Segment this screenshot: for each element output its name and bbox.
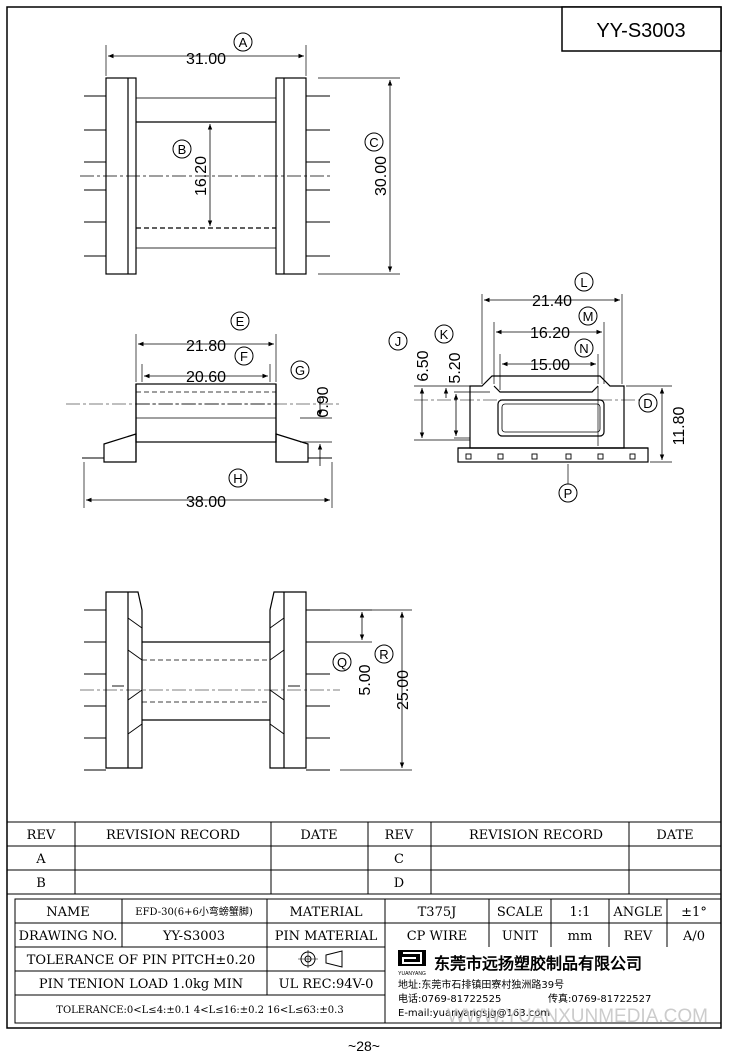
top-view: [80, 45, 400, 275]
dim-n-value: 15.00: [530, 357, 570, 374]
dim-f-balloon: F: [234, 346, 254, 366]
date-header-1: DATE: [300, 828, 337, 843]
dim-m-letter: M: [583, 309, 594, 324]
company-address: 地址:东莞市石排镇田寮村独洲路39号: [398, 978, 564, 991]
material-value: T375J: [418, 905, 457, 920]
watermark: WWW.YUANXUNMEDIA.COM: [447, 1006, 708, 1027]
dim-g-letter: G: [295, 363, 305, 378]
dim-m-value: 16.20: [530, 325, 570, 342]
revision-table: [7, 821, 721, 895]
dim-c-balloon: C: [364, 132, 384, 152]
dim-g-value: 0.90: [315, 386, 332, 417]
rev-row-c: C: [394, 852, 404, 867]
dim-b-letter: B: [178, 142, 187, 157]
pin-tension: PIN TENION LOAD 1.0kg MIN: [39, 977, 243, 992]
dim-a-value: 31.00: [186, 51, 226, 68]
dim-a-balloon: A: [233, 32, 253, 52]
dim-p-letter: P: [564, 486, 573, 501]
dim-l-balloon: JL: [574, 272, 594, 292]
angle-label: ANGLE: [612, 905, 662, 920]
rev-label: REV: [624, 929, 653, 944]
dim-h-value: 38.00: [186, 494, 226, 511]
dim-q-value: 5.00: [357, 664, 374, 695]
company-phone: 电话:0769-81722525: [398, 992, 501, 1005]
date-header-2: DATE: [656, 828, 693, 843]
name-label: NAME: [46, 905, 90, 920]
part-number-box: YY-S3003: [561, 6, 722, 52]
dim-j-balloon: J: [388, 331, 408, 351]
dim-e-value: 21.80: [186, 338, 226, 355]
dim-b-balloon: B: [172, 139, 192, 159]
dim-k-letter: K: [440, 327, 449, 342]
rev-row-b: B: [36, 876, 46, 891]
projection-symbol-icon: [298, 950, 343, 968]
dim-p-balloon: P: [558, 483, 578, 503]
dim-c-letter: C: [369, 135, 378, 150]
ul-rec: UL REC:94V-0: [279, 977, 374, 992]
scale-value: 1:1: [570, 905, 591, 920]
company-logo: YUANYANG: [398, 950, 426, 977]
dim-d-letter: D: [643, 396, 652, 411]
dim-n-balloon: N: [574, 338, 594, 358]
drawing-no-label: DRAWING NO.: [19, 929, 118, 944]
pin-pitch-tolerance: TOLERANCE OF PIN PITCH±0.20: [27, 953, 255, 968]
dim-m-balloon: M: [578, 306, 598, 326]
dim-f-letter: F: [240, 349, 248, 364]
drawing-no-value: YY-S3003: [162, 929, 225, 944]
dim-l-letter-text: L: [580, 275, 587, 290]
page-number: ~28~: [348, 1038, 380, 1054]
company-name: 东莞市远扬塑胶制品有限公司: [434, 954, 642, 973]
dim-h-balloon: H: [228, 468, 248, 488]
bottom-view: [80, 591, 412, 771]
rev-header-2: REV: [385, 828, 414, 843]
side-view: [66, 334, 340, 508]
company-logo-text: YUANYANG: [398, 971, 426, 977]
dim-q-letter: Q: [337, 655, 347, 670]
pin-material-value: CP WIRE: [407, 929, 468, 944]
dim-h-letter: H: [233, 471, 242, 486]
unit-label: UNIT: [502, 929, 538, 944]
rev-value: A/0: [682, 929, 705, 944]
dim-r-letter: R: [379, 647, 388, 662]
end-view: [414, 294, 672, 484]
rev-row-d: D: [394, 876, 404, 891]
company-fax: 传真:0769-81722527: [548, 992, 651, 1005]
dim-k-value: 5.20: [447, 352, 464, 383]
dim-n-letter: N: [579, 341, 588, 356]
dim-b-value: 16.20: [193, 156, 210, 196]
dim-d-balloon: D: [638, 393, 658, 413]
company-email: E-mail:yuanyangsjg@163.com: [398, 1008, 550, 1019]
angle-value: ±1°: [681, 905, 707, 920]
material-label: MATERIAL: [289, 905, 362, 920]
sheet-border: [6, 6, 722, 1029]
name-value: EFD-30(6+6小弯螃蟹脚): [135, 905, 253, 918]
dim-e-balloon: E: [230, 311, 250, 331]
rev-header-1: REV: [27, 828, 56, 843]
pin-material-label: PIN MATERIAL: [275, 929, 378, 944]
rev-row-a: A: [35, 852, 46, 867]
dim-e-letter: E: [236, 314, 245, 329]
dim-c-value: 30.00: [373, 156, 390, 196]
dim-q-balloon: Q: [332, 652, 352, 672]
revision-record-header-2: REVISION RECORD: [469, 828, 603, 843]
unit-value: mm: [568, 929, 593, 944]
dim-j-value: 6.50: [415, 350, 432, 381]
tolerance-note: TOLERANCE:0<L≤4:±0.1 4<L≤16:±0.2 16<L≤63…: [56, 1005, 343, 1016]
dim-l-value: 21.40: [532, 293, 572, 310]
dim-d-value: 11.80: [671, 406, 688, 445]
title-block: [14, 898, 722, 1024]
dim-r-balloon: R: [374, 644, 394, 664]
dim-r-value: 25.00: [395, 670, 412, 710]
dim-a-letter: A: [239, 35, 248, 50]
scale-label: SCALE: [497, 905, 543, 920]
dim-k-balloon: K: [434, 324, 454, 344]
dim-j-letter-text: J: [395, 334, 402, 349]
dim-f-value: 20.60: [186, 369, 226, 386]
dim-g-balloon: G: [290, 360, 310, 380]
part-number: YY-S3003: [596, 20, 685, 42]
revision-record-header-1: REVISION RECORD: [106, 828, 240, 843]
